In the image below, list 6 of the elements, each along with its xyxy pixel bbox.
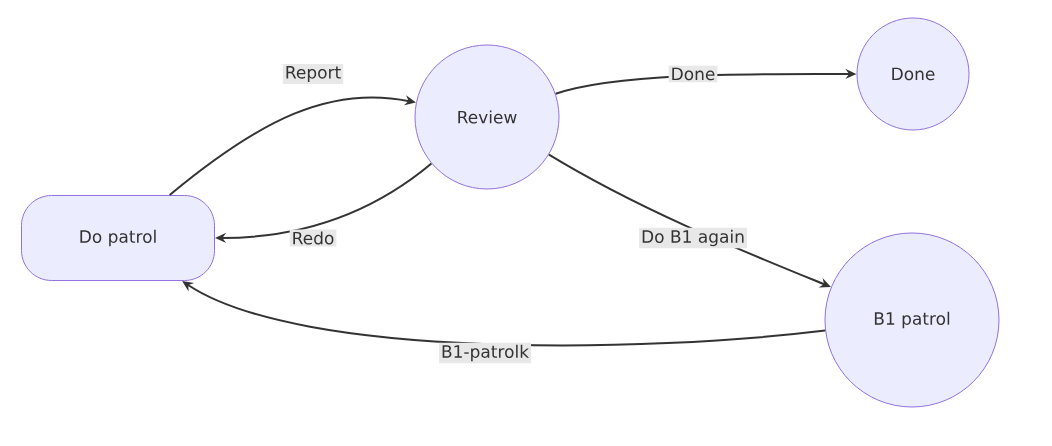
edge-label: B1-patrolk [438, 342, 532, 364]
edge-label: Report [282, 64, 344, 84]
edge-label: Redo [289, 229, 337, 247]
edge-label: Done [668, 65, 718, 83]
rounded-box: Do patrol [21, 195, 215, 281]
edge-label: Do B1 again [639, 227, 747, 249]
